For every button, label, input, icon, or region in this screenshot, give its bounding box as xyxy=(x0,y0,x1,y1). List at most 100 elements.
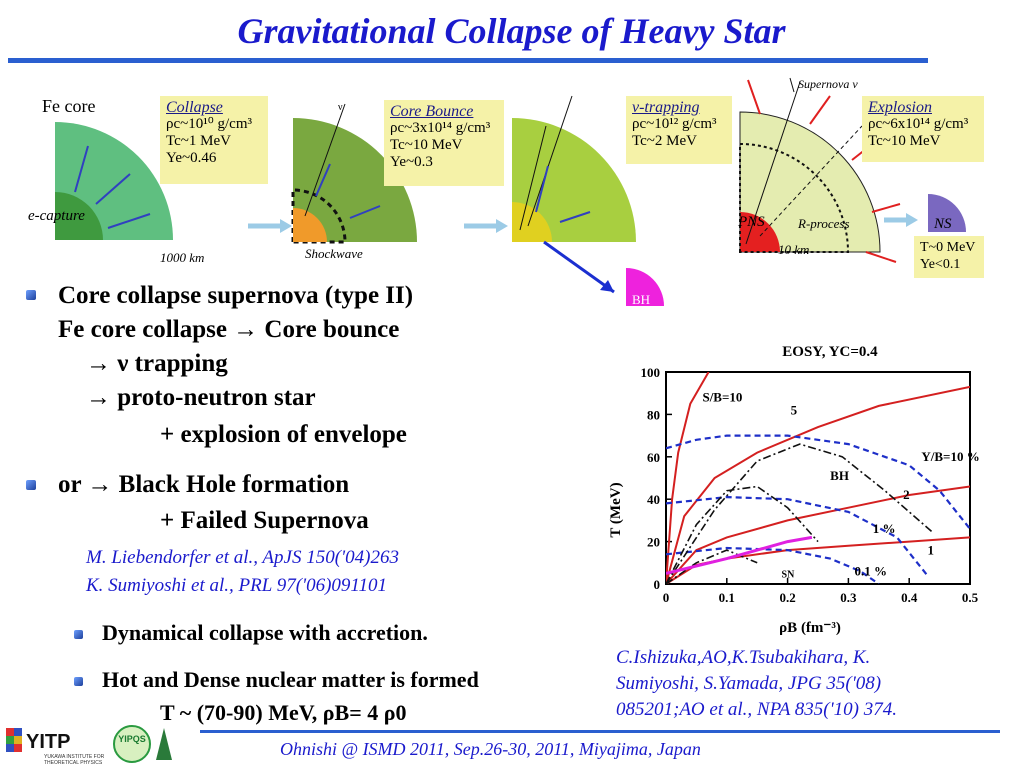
tree-icon xyxy=(156,728,172,760)
x-axis-label: ρB (fm⁻³) xyxy=(779,620,841,636)
yipqs-badge-text: YIPQS xyxy=(118,734,146,744)
citation-line: C.Ishizuka,AO,K.Tsubakihara, K. xyxy=(616,647,871,668)
nu-label: ν xyxy=(338,102,343,113)
stage-density: ρc~6x10¹⁴ g/cm³ xyxy=(868,116,969,132)
fe-core-label: Fe core xyxy=(42,96,95,116)
proto-neutron-star xyxy=(740,212,780,252)
bullet-black-hole: or → Black Hole formation xyxy=(58,471,350,498)
title-underline xyxy=(8,58,928,63)
chart-annotation: BH xyxy=(830,468,849,483)
bullet-line: → ν trapping xyxy=(86,350,228,377)
bh-label: BH xyxy=(632,292,650,307)
stage-arrow-head xyxy=(280,219,292,233)
x-tick-label: 0.1 xyxy=(719,590,735,605)
stage-density: ρc~10¹⁰ g/cm³ xyxy=(166,116,253,132)
series-line-8 xyxy=(666,485,819,584)
bullet-marker xyxy=(26,480,36,490)
inner-core-shape xyxy=(55,192,103,240)
core-bounce-shape xyxy=(293,118,417,242)
bh-branch-arrow xyxy=(543,240,615,294)
pns-label: PNS xyxy=(737,214,765,230)
bullet-marker xyxy=(26,290,36,300)
stage-ye: Ye~0.3 xyxy=(390,154,433,170)
trapped-core xyxy=(512,202,552,242)
shockwave-front xyxy=(291,188,347,244)
series-line-5 xyxy=(666,495,929,577)
stage-heading: Core Bounce xyxy=(390,103,474,120)
neutrino-ray xyxy=(519,125,547,231)
ns-temperature: T~0 MeV xyxy=(920,240,976,255)
supernova-pointer xyxy=(789,77,795,93)
sub-bullet-temperature: T ~ (70-90) MeV, ρB= 4 ρ0 xyxy=(160,700,407,725)
stage-temperature: Tc~10 MeV xyxy=(868,133,941,149)
scale-label-1000km: 1000 km xyxy=(160,250,204,265)
bounce-core xyxy=(293,208,327,242)
series-line-0 xyxy=(666,372,710,584)
collapse-info-box: Collapse ρc~10¹⁰ g/cm³ Tc~1 MeV Ye~0.46 xyxy=(160,96,268,184)
chart-annotation: SN xyxy=(782,570,796,581)
yipqs-badge xyxy=(113,725,151,763)
series-line-10 xyxy=(666,535,813,575)
bullet-marker xyxy=(74,630,83,639)
shockwave-label: Shockwave xyxy=(305,246,363,261)
bullet-line: → proto-neutron star xyxy=(86,384,316,411)
ejecta-arrow xyxy=(865,251,897,263)
y-tick-label: 60 xyxy=(647,450,660,465)
sub-bullet-dense-matter: Hot and Dense nuclear matter is formed xyxy=(102,667,479,692)
infall-arrow xyxy=(315,163,331,197)
chart-annotation: S/B=10 xyxy=(702,390,742,405)
series-line-4 xyxy=(666,434,970,530)
chart-annotation: Y/B=10 % xyxy=(921,449,979,464)
logo-subtext: THEORETICAL PHYSICS xyxy=(44,760,103,766)
stage-density: ρc~10¹² g/cm³ xyxy=(632,116,717,132)
scale-label-10km: 10 km xyxy=(778,242,809,257)
stage-temperature: Tc~10 MeV xyxy=(390,137,463,153)
bullet-marker xyxy=(74,677,83,686)
stage-heading: Explosion xyxy=(868,99,932,116)
ejecta-arrow xyxy=(747,79,761,115)
stage-heading: Collapse xyxy=(166,99,223,116)
x-tick-label: 0.4 xyxy=(901,590,918,605)
infall-arrow xyxy=(74,145,89,193)
chart-annotation: 5 xyxy=(791,402,798,417)
explosion-info-box: Explosion ρc~6x10¹⁴ g/cm³ Tc~10 MeV xyxy=(862,96,984,162)
y-tick-label: 0 xyxy=(654,577,661,592)
reference-liebendorfer: M. Liebendorfer et al., ApJS 150('04)263 xyxy=(86,547,399,568)
black-hole-shape xyxy=(626,268,664,306)
supernova-nu-label: Supernova ν xyxy=(798,77,858,91)
neutron-star-shape xyxy=(928,194,966,232)
series-line-1 xyxy=(666,385,970,584)
series-line-6 xyxy=(666,546,880,584)
sub-bullet-accretion: Dynamical collapse with accretion. xyxy=(102,620,428,645)
logo-subtext: YUKAWA INSTITUTE FOR xyxy=(44,754,105,760)
slide-title: Gravitational Collapse of Heavy Star xyxy=(237,11,786,51)
chart-annotation: 1 % xyxy=(873,521,896,536)
neutron-star-info-box: T~0 MeV Ye<0.1 xyxy=(914,236,984,278)
core-bounce-info-box: Core Bounce ρc~3x10¹⁴ g/cm³ Tc~10 MeV Ye… xyxy=(384,100,504,186)
logo-text: YITP xyxy=(26,731,70,753)
bullet-line: + explosion of envelope xyxy=(160,421,407,448)
infall-arrow xyxy=(95,173,131,205)
nu-trapping-shape xyxy=(512,118,636,242)
chart-annotation: 2 xyxy=(903,487,910,502)
neutrino-ray xyxy=(304,103,346,217)
reference-sumiyoshi: K. Sumiyoshi et al., PRL 97('06)091101 xyxy=(86,575,388,596)
infall-arrow xyxy=(107,213,151,229)
infall-arrow xyxy=(535,165,549,213)
y-axis-label: T (MeV) xyxy=(608,482,624,537)
collapse-diagram: Fe core e-capture 1000 km ν Shockwave BH… xyxy=(28,77,966,307)
r-process-label: R-process xyxy=(797,216,850,231)
r-process-region xyxy=(739,142,850,253)
nu-trapping-info-box: ν-trapping ρc~10¹² g/cm³ Tc~2 MeV xyxy=(626,96,732,164)
stage-ye: Ye~0.46 xyxy=(166,150,217,166)
citation-line: 085201;AO et al., NPA 835('10) 374. xyxy=(616,699,897,720)
stage-arrow-head xyxy=(496,219,508,233)
series-line-9 xyxy=(666,549,758,584)
yitp-logo: YITP YUKAWA INSTITUTE FOR THEORETICAL PH… xyxy=(6,725,172,766)
e-capture-label: e-capture xyxy=(28,208,85,224)
bullet-line: + Failed Supernova xyxy=(160,507,369,534)
y-tick-label: 100 xyxy=(641,365,661,380)
y-tick-label: 20 xyxy=(647,535,660,550)
stage-heading: ν-trapping xyxy=(632,99,700,116)
bullet-line: Fe core collapse → Core bounce xyxy=(58,316,400,343)
